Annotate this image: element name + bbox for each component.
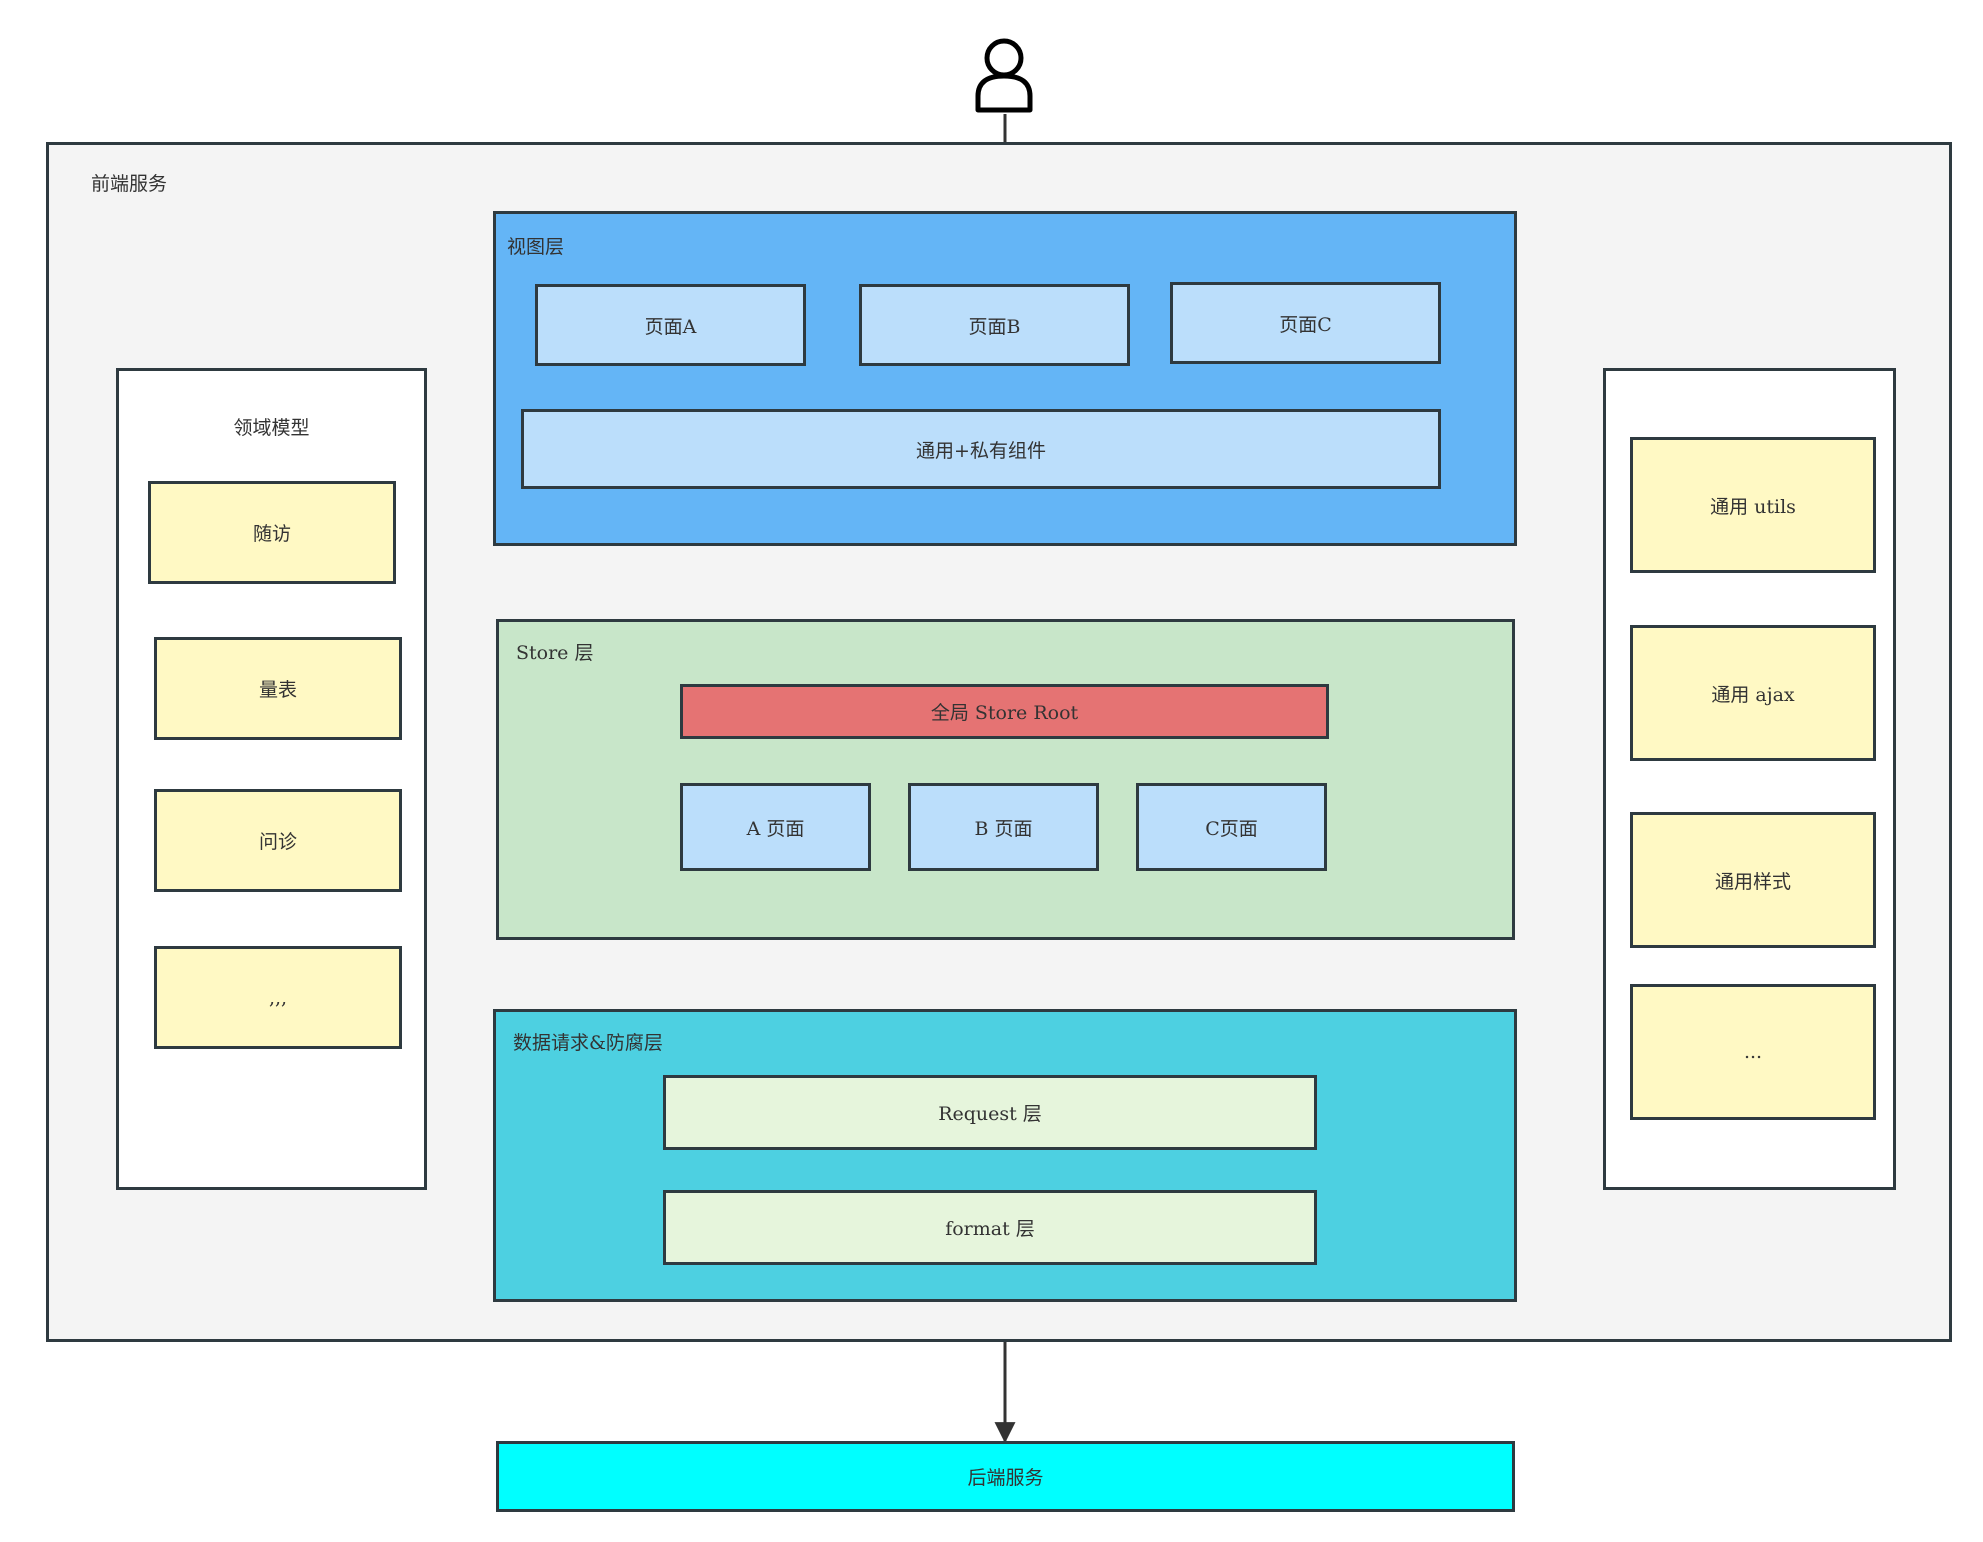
view-layer: 视图层 bbox=[493, 211, 1517, 546]
util-item-more: ... bbox=[1630, 984, 1876, 1120]
store-page-a: A 页面 bbox=[680, 783, 871, 871]
user-icon bbox=[975, 38, 1033, 113]
store-layer: Store 层 bbox=[496, 619, 1515, 940]
util-item-utils: 通用 utils bbox=[1630, 437, 1876, 573]
store-page-c: C页面 bbox=[1136, 783, 1327, 871]
store-layer-title: Store 层 bbox=[516, 642, 594, 664]
store-page-b: B 页面 bbox=[908, 783, 1099, 871]
view-layer-title: 视图层 bbox=[507, 236, 565, 258]
util-item-ajax: 通用 ajax bbox=[1630, 625, 1876, 761]
util-item-styles: 通用样式 bbox=[1630, 812, 1876, 948]
domain-model-title: 领域模型 bbox=[233, 416, 310, 439]
domain-item-consultation: 问诊 bbox=[154, 789, 402, 892]
domain-item-followup: 随访 bbox=[148, 481, 396, 584]
frontend-service-title: 前端服务 bbox=[91, 173, 168, 195]
common-private-components: 通用+私有组件 bbox=[521, 409, 1441, 489]
global-store-root: 全局 Store Root bbox=[680, 684, 1329, 739]
view-page-a: 页面A bbox=[535, 284, 806, 366]
request-layer: Request 层 bbox=[663, 1075, 1317, 1150]
domain-item-scale: 量表 bbox=[154, 637, 402, 740]
backend-service: 后端服务 bbox=[496, 1441, 1515, 1512]
data-layer-title: 数据请求&防腐层 bbox=[513, 1032, 663, 1054]
format-layer: format 层 bbox=[663, 1190, 1317, 1265]
view-page-c: 页面C bbox=[1170, 282, 1441, 364]
domain-item-more: ,,, bbox=[154, 946, 402, 1049]
view-page-b: 页面B bbox=[859, 284, 1130, 366]
